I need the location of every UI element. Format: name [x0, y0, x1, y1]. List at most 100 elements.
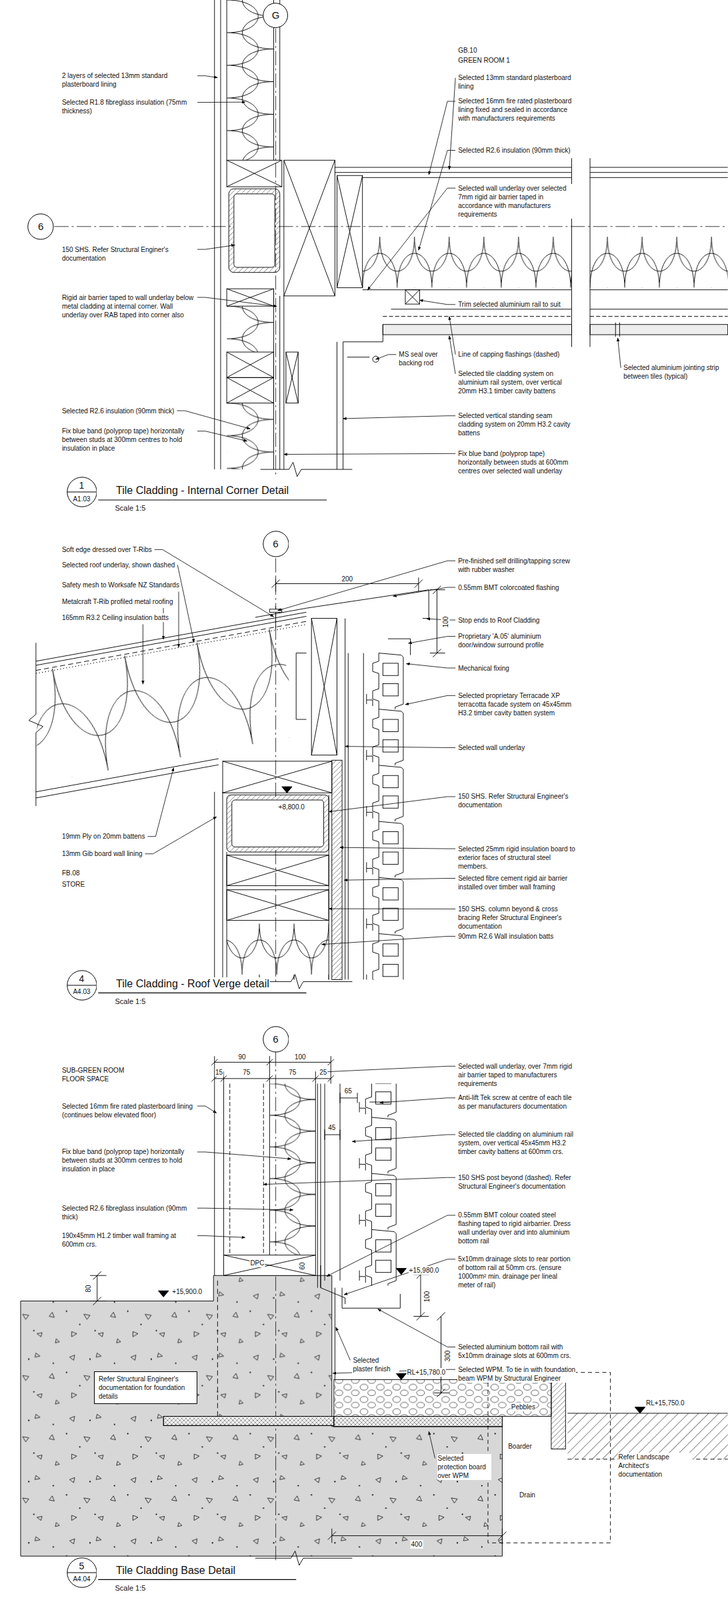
- base-detail-part: [342, 1288, 400, 1309]
- annotation-note: Selected R2.6 insulation (90mm thick): [61, 406, 175, 416]
- annotation-note: Selected wall underlay over selected 7mm…: [457, 184, 576, 219]
- annotation-note: Selected aluminium bottom rail with 5x10…: [457, 1342, 576, 1360]
- base-detail-part: [163, 1416, 334, 1426]
- level-text: RL+15,780.0: [406, 1368, 447, 1377]
- base-detail-part-part: [359, 1229, 396, 1286]
- annotation-note: 19mm Ply on 20mm battens: [61, 832, 146, 841]
- roof-verge-detail-part: [282, 786, 292, 793]
- leader-line: [319, 1066, 456, 1072]
- annotation-note: Selected R1.8 fibreglass insulation (75m…: [61, 98, 196, 116]
- dimension-text: 65: [344, 1086, 353, 1096]
- roof-verge-detail-part-part: [366, 653, 404, 710]
- annotation-note: 150 SHS post beyond (dashed). Refer Stru…: [457, 1173, 576, 1191]
- scale-note: Scale 1:5: [114, 996, 147, 1006]
- annotation-note: Selected proprietary Terracade XP terrac…: [457, 691, 576, 718]
- base-detail-part: [90, 1271, 106, 1306]
- leader-line: [378, 1308, 456, 1347]
- annotation-note: Mechanical fixing: [457, 664, 510, 673]
- annotation-note: 13mm Gib board wall lining: [61, 849, 144, 858]
- bubble-circle: [66, 1557, 96, 1587]
- annotation-note: Selected 16mm fire rated plasterboard li…: [61, 1102, 196, 1120]
- base-detail-part: [214, 1084, 340, 1288]
- detail-bubble: 5A4.04: [66, 1557, 98, 1588]
- leader-line: [376, 354, 397, 360]
- base-detail-part: [551, 1379, 566, 1449]
- leader-line: [197, 297, 277, 306]
- internal-corner-detail-part: [347, 356, 370, 358]
- base-detail-part: [224, 1255, 316, 1276]
- material-label: Drain: [518, 1490, 536, 1500]
- leader-line: [197, 76, 218, 78]
- annotation-note: Rigid air barrier taped to wall underlay…: [61, 293, 196, 320]
- dimension-text: 45: [327, 1123, 336, 1132]
- base-detail-part: [359, 1084, 396, 1286]
- internal-corner-detail-part: [405, 290, 420, 304]
- annotation-note: 150 SHS. column beyond & cross bracing R…: [457, 904, 576, 931]
- bubble-circle: [66, 970, 96, 1000]
- bubble-circle: [262, 1026, 288, 1052]
- level-text: +15,980.0: [408, 1266, 440, 1275]
- annotation-note: Selected 25mm rigid insulation board to …: [457, 844, 576, 871]
- roof-verge-detail-part: [311, 618, 337, 756]
- base-detail-part: [334, 1416, 503, 1426]
- roof-verge-detail-part: [366, 653, 404, 980]
- leader-line: [340, 847, 456, 849]
- roof-verge-detail-part: [332, 760, 342, 980]
- roof-verge-detail-part-part: [366, 765, 404, 822]
- annotation-note: 165mm R3.2 Ceiling insulation batts: [61, 613, 170, 622]
- leader-line: [178, 591, 180, 648]
- leader-line: [197, 1106, 217, 1113]
- annotation-note: Selected wall underlay, over 7mm rigid a…: [457, 1062, 576, 1088]
- leader-line: [197, 431, 248, 442]
- leader-line: [197, 102, 246, 103]
- roof-verge-detail-part: [226, 923, 329, 980]
- bubble-circle: [262, 531, 288, 557]
- leader-line: [405, 695, 456, 704]
- material-label: Pebbles: [510, 1402, 536, 1412]
- base-detail-part: [98, 1579, 296, 1580]
- internal-corner-detail-part-part: [362, 236, 572, 288]
- base-detail-part: [324, 1092, 358, 1140]
- leader-line: [177, 564, 194, 642]
- internal-corner-detail-part: [362, 290, 728, 310]
- base-detail-part: [230, 1084, 264, 1256]
- roof-verge-detail-part: [345, 618, 364, 980]
- roof-verge-detail-part-part: [366, 709, 404, 766]
- annotation-note: Selected tile cladding system on alumini…: [457, 369, 576, 396]
- internal-corner-detail-part: [336, 324, 383, 470]
- leader-line: [197, 1208, 294, 1210]
- annotation-note: Selected WPM. To tie in with foundation …: [457, 1365, 576, 1383]
- dimension-text: 100: [440, 615, 450, 628]
- leader-line: [163, 608, 164, 640]
- annotation-note: Refer Landscape Architect's documentatio…: [618, 1452, 693, 1479]
- bubble-circle: [28, 214, 54, 240]
- annotation-note: 150 SHS. Refer Structural Enginer's docu…: [61, 245, 196, 263]
- internal-corner-detail-part: [286, 352, 298, 404]
- grid-label: 6: [38, 221, 44, 232]
- leader-line: [367, 188, 456, 290]
- annotation-note: Selected R2.6 insulation (90mm thick): [457, 146, 571, 155]
- annotation-note: Selected 16mm fire rated plasterboard li…: [457, 96, 576, 123]
- roof-verge-detail-part: [36, 627, 299, 784]
- leader-line: [345, 746, 456, 748]
- roof-verge-detail-part: [222, 761, 332, 793]
- bubble-circle: [263, 3, 288, 28]
- annotation-note: 5x10mm drainage slots to rear portion of…: [457, 1254, 576, 1290]
- dimension-text: 15: [214, 1068, 224, 1077]
- grid-bubble: G: [262, 2, 288, 28]
- leader-line: [428, 101, 456, 175]
- room-label: GB.10: [457, 46, 478, 55]
- base-detail-part: [567, 1412, 728, 1414]
- roof-verge-detail-part: [36, 612, 307, 798]
- detail-title: Tile Cladding - Roof Verge detail: [115, 977, 270, 990]
- leader-line: [419, 300, 456, 304]
- roof-verge-detail-part-part: [226, 923, 329, 980]
- internal-corner-detail-part: [405, 290, 420, 304]
- annotation-note: Selected vertical standing seam cladding…: [457, 411, 576, 438]
- annotation-note: Selected wall underlay: [457, 743, 526, 752]
- leader-line: [406, 664, 456, 668]
- annotation-note: Proprietary 'A.05' aluminium door/window…: [457, 632, 576, 650]
- internal-corner-detail-part: [286, 352, 298, 404]
- leader-line: [197, 1152, 292, 1159]
- base-detail-part-part: [359, 1173, 396, 1230]
